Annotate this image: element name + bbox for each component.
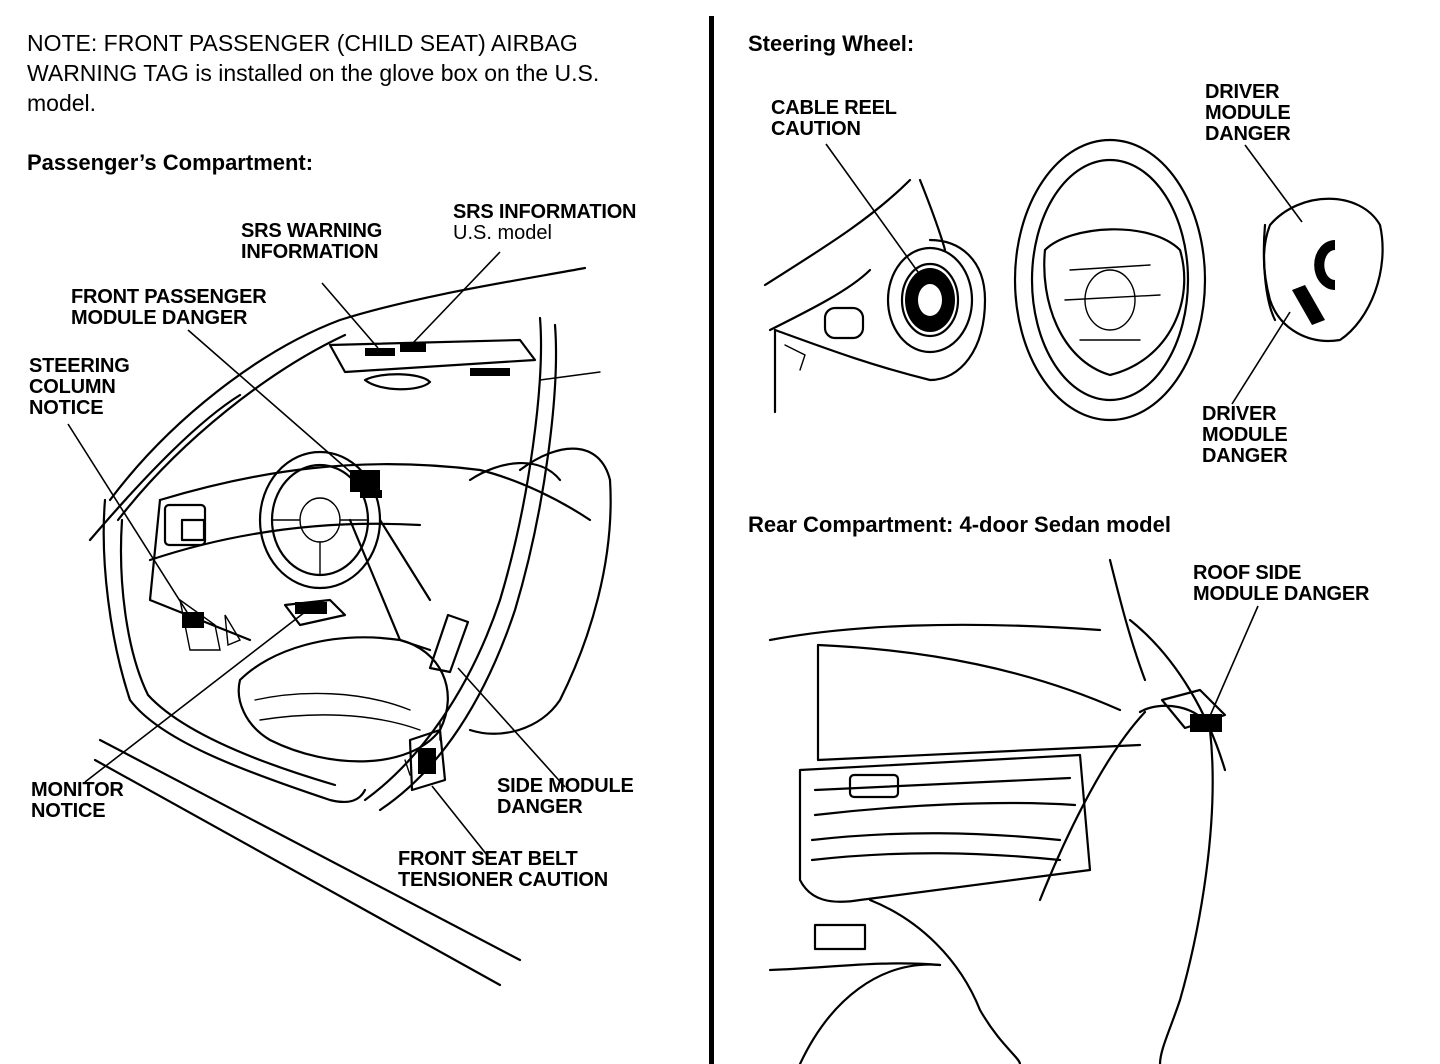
steering-wheel-illustration [1013, 138, 1207, 422]
passenger-compartment-heading: Passenger’s Compartment: [27, 150, 314, 175]
driver-airbag-module-illustration [1262, 197, 1384, 343]
label-front-seat-belt-tensioner-caution: FRONT SEAT BELT TENSIONER CAUTION [398, 848, 608, 891]
label-driver-module-danger-bottom: DRIVER MODULE DANGER [1202, 403, 1288, 467]
label-front-passenger-module-danger: FRONT PASSENGER MODULE DANGER [71, 286, 267, 329]
label-monitor-notice: MONITOR NOTICE [31, 779, 124, 822]
rear-compartment-heading: Rear Compartment: 4-door Sedan model [748, 512, 1171, 537]
label-srs-warning-information: SRS WARNING INFORMATION [241, 220, 383, 263]
label-srs-information: SRS INFORMATION [453, 201, 637, 223]
steering-leader-lines [825, 143, 1303, 405]
rear-compartment-illustration [768, 558, 1227, 1064]
passenger-compartment-illustration [88, 266, 612, 987]
airbag-warning-tag-note: NOTE: FRONT PASSENGER (CHILD SEAT) AIRBA… [27, 30, 600, 116]
rear-leader-lines [1209, 605, 1259, 717]
steering-wheel-heading: Steering Wheel: [748, 31, 915, 56]
label-cable-reel-caution: CABLE REEL CAUTION [771, 97, 897, 140]
column-divider [709, 16, 714, 1064]
label-driver-module-danger-top: DRIVER MODULE DANGER [1205, 81, 1291, 145]
passenger-leader-lines [67, 251, 566, 856]
label-steering-column-notice: STEERING COLUMN NOTICE [29, 355, 130, 419]
label-roof-side-module-danger: ROOF SIDE MODULE DANGER [1193, 562, 1370, 605]
label-srs-information-us-model: U.S. model [453, 222, 552, 244]
label-side-module-danger: SIDE MODULE DANGER [497, 775, 634, 818]
steering-column-illustration [763, 178, 987, 414]
